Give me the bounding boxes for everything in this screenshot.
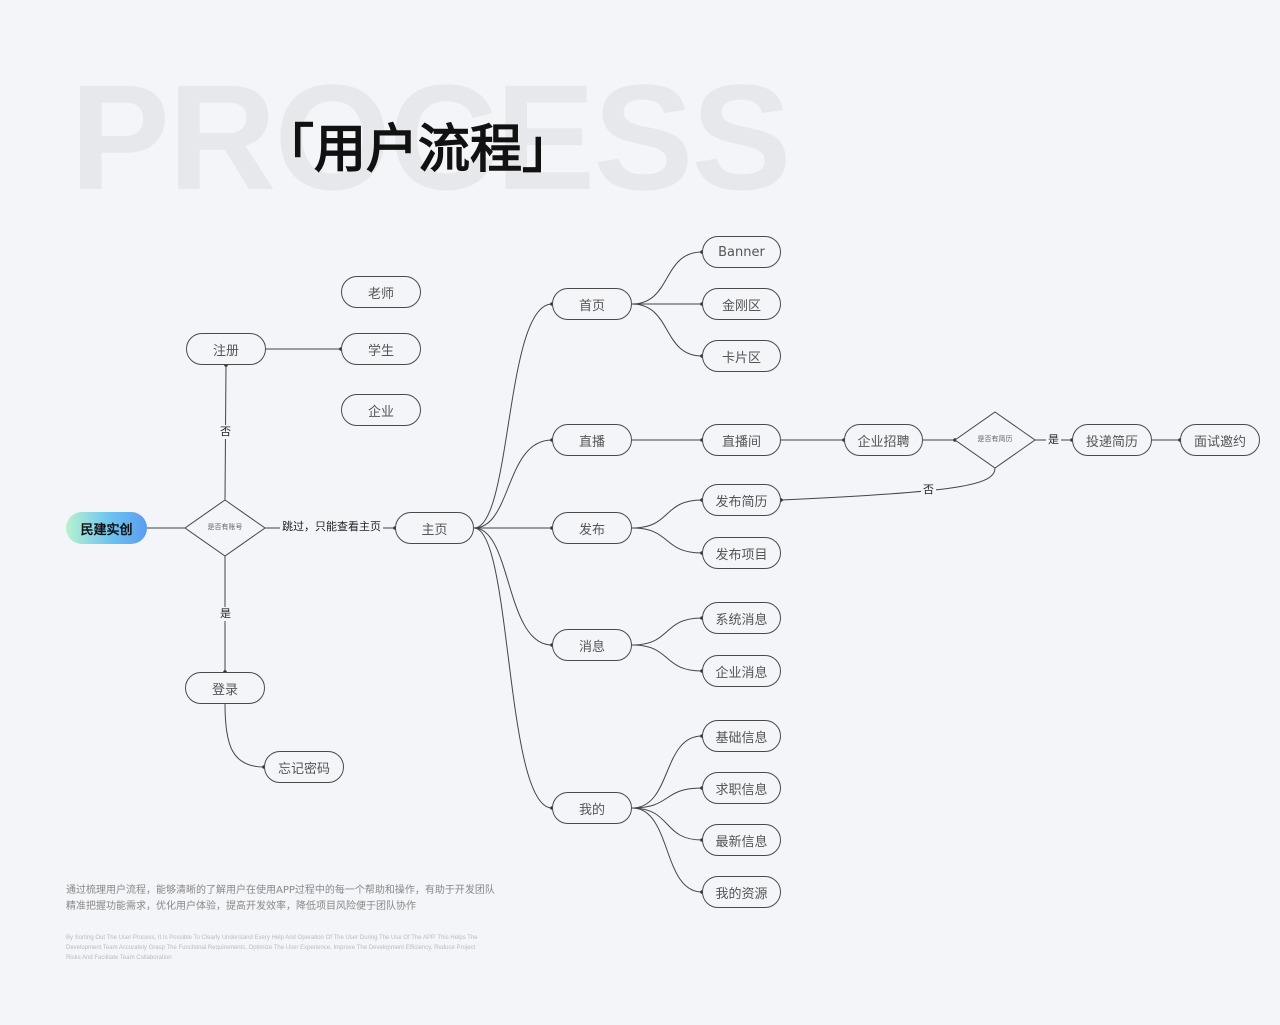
links-frontpage-branches bbox=[631, 250, 704, 358]
node-register[interactable]: 注册 bbox=[186, 333, 266, 365]
node-publish-resume[interactable]: 发布简历 bbox=[702, 484, 781, 516]
links-publish-branches bbox=[631, 498, 704, 555]
edge-label-no-account: 否 bbox=[218, 425, 233, 439]
edge-label-skip: 跳过，只能查看主页 bbox=[280, 520, 383, 534]
node-mine[interactable]: 我的 bbox=[552, 792, 632, 824]
links-home-branches bbox=[473, 302, 554, 810]
node-card-area[interactable]: 卡片区 bbox=[702, 340, 781, 372]
node-login[interactable]: 登录 bbox=[185, 672, 265, 704]
node-interview-invite[interactable]: 面试邀约 bbox=[1180, 424, 1260, 456]
start-node[interactable]: 民建实创 bbox=[66, 512, 147, 544]
node-message[interactable]: 消息 bbox=[552, 629, 632, 661]
node-frontpage[interactable]: 首页 bbox=[552, 288, 632, 320]
link-login-forgot bbox=[224, 703, 265, 768]
node-latest-info[interactable]: 最新信息 bbox=[702, 824, 781, 856]
node-live-room[interactable]: 直播间 bbox=[702, 424, 781, 456]
decision-has-resume-label: 是否有简历 bbox=[977, 435, 1013, 444]
node-home[interactable]: 主页 bbox=[395, 512, 474, 544]
node-enterprise-recruit[interactable]: 企业招聘 bbox=[844, 424, 923, 456]
page-title: 「用户流程」 bbox=[262, 120, 575, 180]
edge-label-resume-no: 否 bbox=[921, 483, 936, 497]
node-deliver-resume[interactable]: 投递简历 bbox=[1072, 424, 1152, 456]
node-student[interactable]: 学生 bbox=[341, 333, 421, 365]
node-job-info[interactable]: 求职信息 bbox=[702, 772, 781, 804]
edge-label-resume-yes: 是 bbox=[1046, 433, 1061, 447]
description-text: 通过梳理用户流程，能够清晰的了解用户在使用APP过程中的每一个帮助和操作，有助于… bbox=[66, 885, 495, 912]
node-publish-project[interactable]: 发布项目 bbox=[702, 537, 781, 569]
node-kingkong-area[interactable]: 金刚区 bbox=[702, 288, 781, 320]
links-live-chain bbox=[632, 411, 1182, 502]
node-enterprise-message[interactable]: 企业消息 bbox=[702, 655, 781, 687]
edge-label-has-account: 是 bbox=[218, 607, 233, 621]
node-live[interactable]: 直播 bbox=[552, 424, 632, 456]
node-banner[interactable]: Banner bbox=[702, 236, 781, 268]
node-system-message[interactable]: 系统消息 bbox=[702, 602, 781, 634]
links-mine-branches bbox=[631, 734, 704, 894]
node-publish[interactable]: 发布 bbox=[552, 512, 632, 544]
links-message-branches bbox=[631, 616, 704, 673]
node-teacher[interactable]: 老师 bbox=[341, 276, 421, 308]
node-my-resources[interactable]: 我的资源 bbox=[702, 876, 781, 908]
decision-has-account-label: 是否有账号 bbox=[207, 523, 243, 532]
node-enterprise[interactable]: 企业 bbox=[341, 394, 421, 426]
description-text-en: By Sorting Out The User Process, It Is P… bbox=[66, 935, 478, 961]
node-forgot-password[interactable]: 忘记密码 bbox=[264, 751, 344, 783]
background-watermark-text: PROCESS bbox=[70, 53, 792, 221]
node-basic-info[interactable]: 基础信息 bbox=[702, 720, 781, 752]
